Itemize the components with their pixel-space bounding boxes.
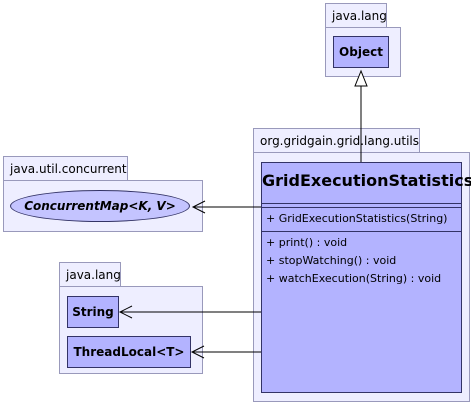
method-item: + print() : void [266,236,348,249]
class-grid-execution-statistics[interactable]: GridExecutionStatistics + GridExecutionS… [261,162,471,393]
class-string-label: String [72,305,114,319]
interface-concurrent-map[interactable]: ConcurrentMap<K, V> [10,190,190,222]
class-divider [262,231,461,232]
class-thread-local[interactable]: ThreadLocal<T> [67,336,191,368]
class-name: GridExecutionStatistics [262,171,471,190]
association-arrowhead [118,305,133,319]
package-label: org.gridgain.grid.lang.utils [260,134,419,148]
package-tab-java-util-concurrent: java.util.concurrent [3,156,128,181]
class-object-label: Object [339,45,383,59]
constructor-item: + GridExecutionStatistics(String) [266,212,448,225]
package-label: java.lang [66,268,121,282]
association-arrowhead [190,345,205,359]
class-divider [262,207,461,208]
method-item: + stopWatching() : void [266,254,397,267]
package-label: java.lang [332,9,387,23]
method-item: + watchExecution(String) : void [266,272,442,285]
package-tab-gridgain-utils: org.gridgain.grid.lang.utils [253,128,420,153]
association-arrowhead [191,200,206,214]
methods-section: + print() : void + stopWatching() : void… [262,232,461,288]
class-object[interactable]: Object [333,36,389,68]
generalization-arrowhead [354,69,368,87]
package-tab-java-lang-bottom: java.lang [59,262,121,287]
constructors-section: + GridExecutionStatistics(String) [262,208,461,228]
interface-concurrent-map-label: ConcurrentMap<K, V> [24,199,176,213]
class-divider [262,203,461,204]
class-string[interactable]: String [67,296,119,328]
class-thread-local-label: ThreadLocal<T> [73,345,185,359]
package-label: java.util.concurrent [10,162,127,176]
package-tab-java-lang-top: java.lang [325,3,387,28]
